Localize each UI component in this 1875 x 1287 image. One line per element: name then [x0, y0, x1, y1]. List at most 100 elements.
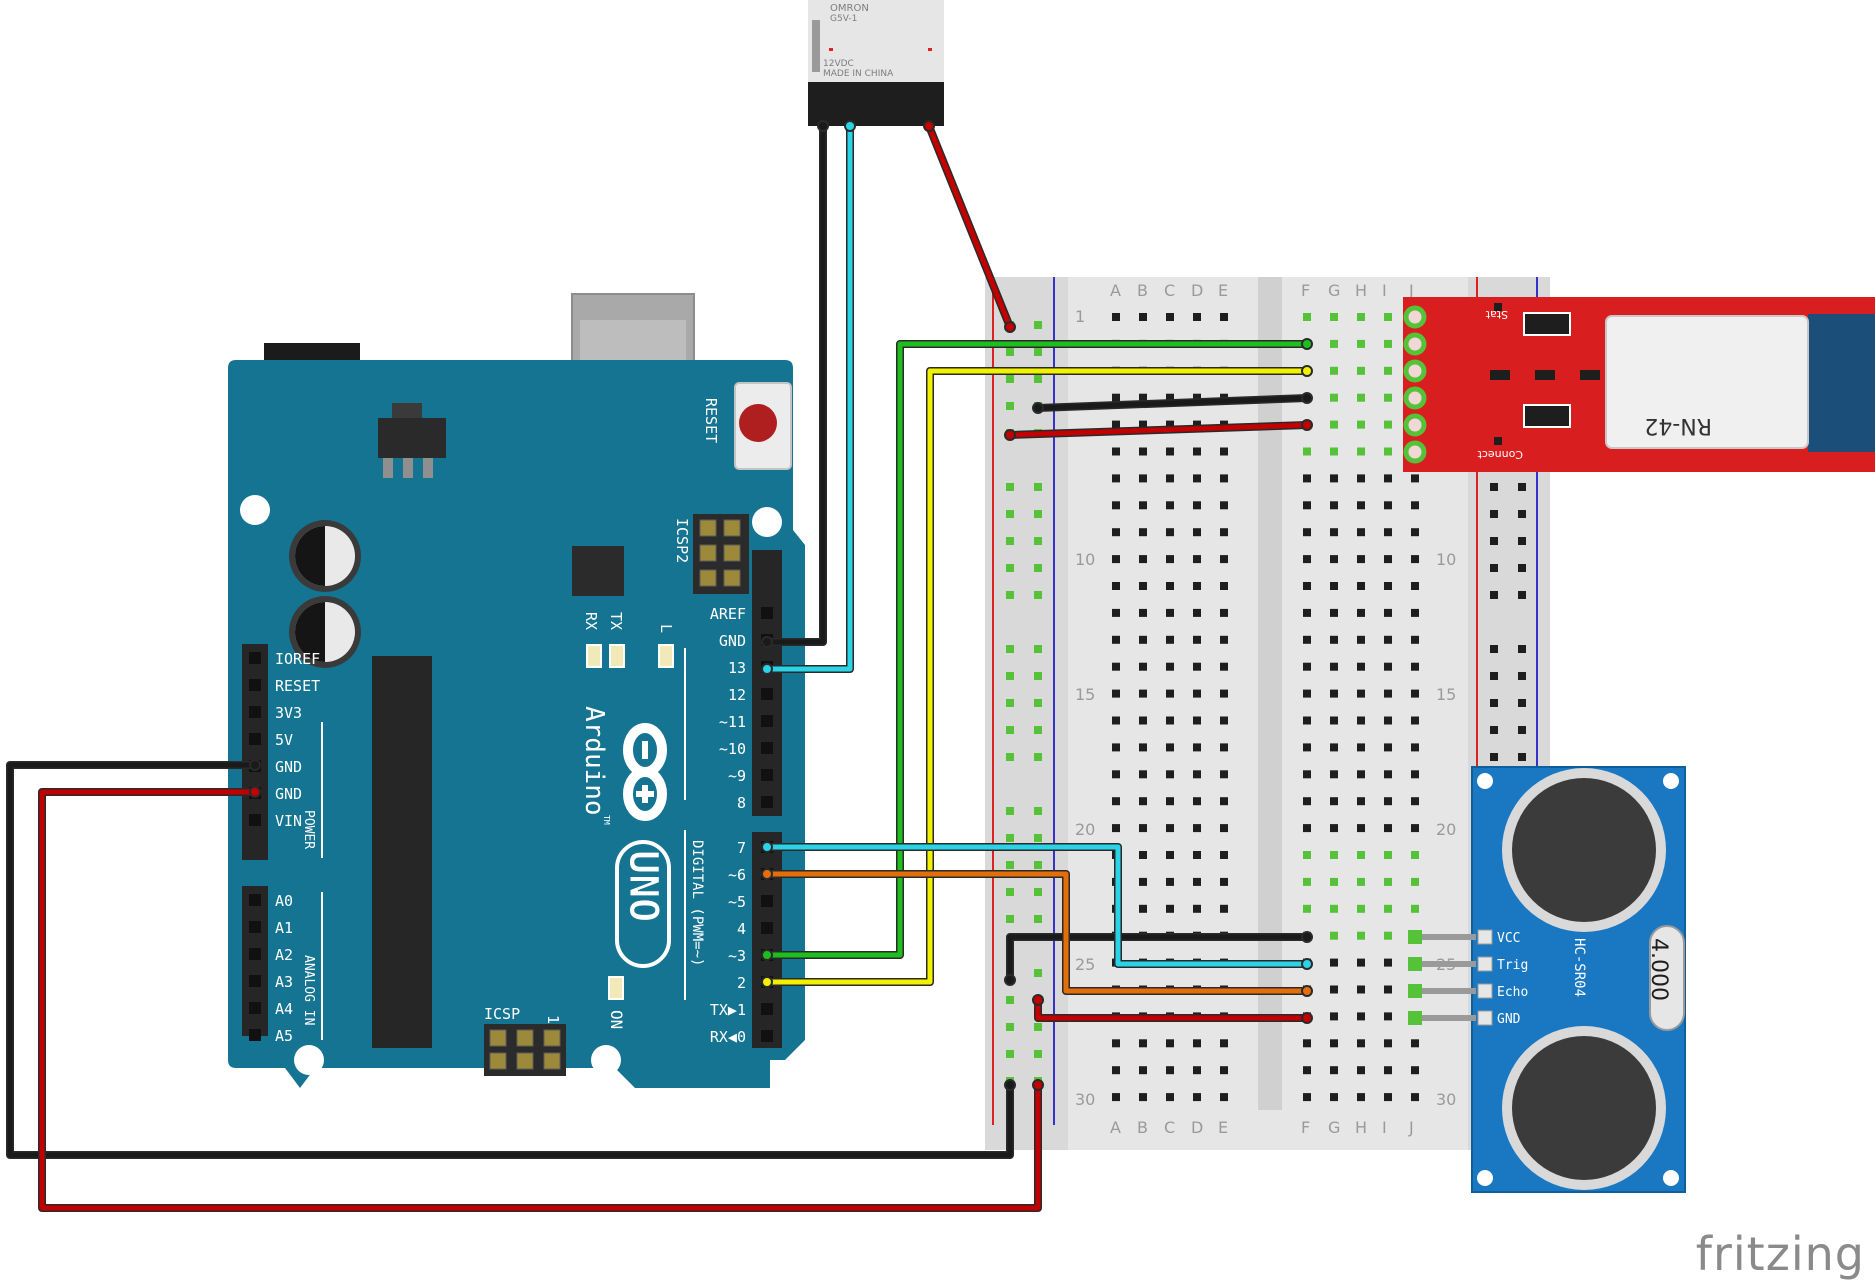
breadboard-hole	[1411, 555, 1419, 564]
rail-hole	[1034, 672, 1042, 680]
breadboard-hole	[1357, 393, 1365, 402]
breadboard-hole	[1193, 1039, 1201, 1048]
header-pin[interactable]	[249, 733, 261, 745]
breadboard-hole	[1357, 689, 1365, 698]
header-pin[interactable]	[249, 679, 261, 691]
reset-button-cap[interactable]	[739, 404, 777, 442]
breadboard-hole	[1166, 1066, 1174, 1075]
header-pin[interactable]	[761, 607, 773, 619]
rail-hole	[1006, 726, 1014, 734]
breadboard-hole	[1220, 313, 1228, 321]
breadboard-hole	[1220, 555, 1228, 564]
column-label: F	[1301, 281, 1310, 300]
header-pin[interactable]	[249, 948, 261, 960]
header-pin[interactable]	[761, 922, 773, 934]
icsp-pin	[543, 1052, 561, 1070]
breadboard-hole	[1166, 1093, 1174, 1102]
rx-led	[586, 644, 602, 668]
breadboard-hole	[1193, 582, 1201, 590]
breadboard-hole	[1112, 743, 1120, 752]
breadboard-hole	[1411, 824, 1419, 833]
icsp-pin	[489, 1052, 507, 1070]
breadboard-hole	[1357, 743, 1365, 752]
wire-end	[761, 841, 773, 853]
header-pin[interactable]	[761, 742, 773, 754]
rail-hole	[1034, 1050, 1042, 1058]
tx-label: TX	[607, 612, 625, 630]
column-label: E	[1218, 1118, 1228, 1137]
breadboard-hole	[1166, 904, 1174, 913]
header-pin[interactable]	[761, 769, 773, 781]
pin-label: IOREF	[275, 650, 320, 668]
breadboard-hole	[1384, 931, 1392, 940]
header-pin[interactable]	[761, 1003, 773, 1015]
rail-hole	[1518, 726, 1526, 734]
breadboard-hole	[1193, 824, 1201, 833]
header-pin[interactable]	[249, 894, 261, 906]
row-number: 15	[1436, 685, 1456, 704]
rail-hole	[1006, 591, 1014, 599]
breadboard-hole	[1330, 689, 1338, 698]
wire-end	[1301, 392, 1313, 404]
wire-end	[1301, 365, 1313, 377]
breadboard-hole	[1357, 474, 1365, 483]
rn42-pin	[1403, 386, 1427, 410]
breadboard-hole	[1303, 743, 1311, 752]
hcsr04-pin-end	[1408, 1011, 1422, 1025]
wire-end	[1301, 931, 1313, 943]
breadboard-hole	[1303, 824, 1311, 833]
uno-label: UNO	[620, 850, 666, 922]
header-pin[interactable]	[761, 688, 773, 700]
rail-hole	[1490, 591, 1498, 599]
breadboard-hole	[1220, 447, 1228, 456]
header-pin[interactable]	[761, 1030, 773, 1042]
breadboard-hole	[1166, 474, 1174, 483]
column-label: F	[1301, 1118, 1310, 1137]
breadboard-hole	[1330, 904, 1338, 913]
header-pin[interactable]	[249, 1029, 261, 1041]
wire-end	[1301, 985, 1313, 997]
header-pin[interactable]	[761, 715, 773, 727]
breadboard-hole	[1384, 420, 1392, 429]
header-pin[interactable]	[249, 652, 261, 664]
breadboard-hole	[1139, 555, 1147, 564]
header-pin[interactable]	[761, 895, 773, 907]
breadboard-hole	[1303, 689, 1311, 698]
breadboard-hole	[1330, 313, 1338, 321]
breadboard-hole	[1166, 716, 1174, 725]
wire-end	[761, 868, 773, 880]
rail-hole	[1518, 537, 1526, 545]
column-label: B	[1137, 1118, 1148, 1137]
wire-end	[1032, 1079, 1044, 1091]
breadboard-hole	[1193, 851, 1201, 859]
header-pin[interactable]	[249, 921, 261, 933]
hcsr04-pin-label: VCC	[1497, 931, 1520, 946]
header-pin[interactable]	[249, 1002, 261, 1014]
breadboard-hole	[1139, 743, 1147, 752]
icsp-pins	[489, 1029, 561, 1070]
wire-rn42-yellow	[764, 368, 1310, 985]
breadboard-hole	[1193, 501, 1201, 510]
wire-arduino-5v	[7, 762, 1013, 1158]
breadboard-hole	[1411, 501, 1419, 510]
breadboard-hole	[1139, 689, 1147, 698]
hcsr04-pin-pad	[1477, 1010, 1493, 1026]
header-pin[interactable]	[249, 975, 261, 987]
breadboard-hole	[1330, 447, 1338, 456]
wire-end	[1301, 419, 1313, 431]
breadboard-hole	[1330, 366, 1338, 375]
breadboard-hole	[1112, 662, 1120, 671]
header-pin[interactable]	[249, 814, 261, 826]
regulator-leg	[423, 458, 433, 478]
header-pin[interactable]	[761, 796, 773, 808]
hcsr04-pin-end	[1408, 957, 1422, 971]
pin-label: A4	[275, 1000, 293, 1018]
row-number: 1	[1075, 307, 1085, 326]
relay-top	[808, 0, 944, 82]
pin-label: RESET	[275, 677, 320, 695]
header-pin[interactable]	[249, 706, 261, 718]
breadboard-hole	[1357, 716, 1365, 725]
hcsr04-pin-pad	[1477, 929, 1493, 945]
breadboard-hole	[1384, 824, 1392, 833]
breadboard-hole	[1357, 528, 1365, 537]
